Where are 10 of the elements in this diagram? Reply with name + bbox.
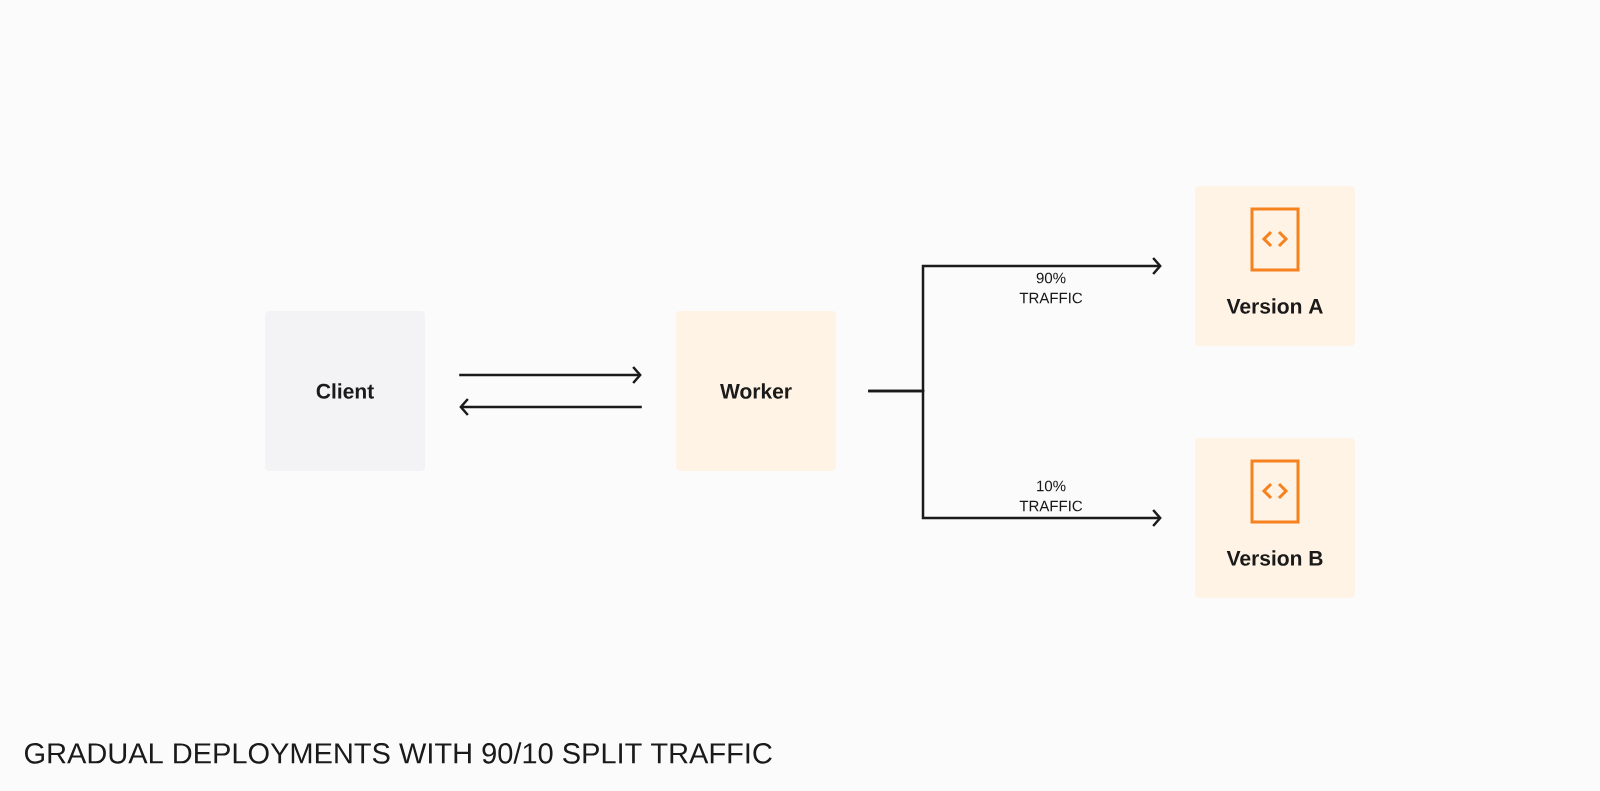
node-box: Worker [676,311,836,471]
diagram-title: GRADUAL DEPLOYMENTS WITH 90/10 SPLIT TRAFFIC [25,742,772,764]
arrow [459,366,642,384]
edge-label: 10% TRAFFIC [1019,480,1083,512]
node-box: Version A [1195,186,1355,346]
node-box: Client [265,311,425,471]
arrow [868,389,1162,527]
node-box: Version B [1195,438,1355,598]
edge-label: 90% TRAFFIC [1019,272,1083,304]
arrow [459,398,642,416]
